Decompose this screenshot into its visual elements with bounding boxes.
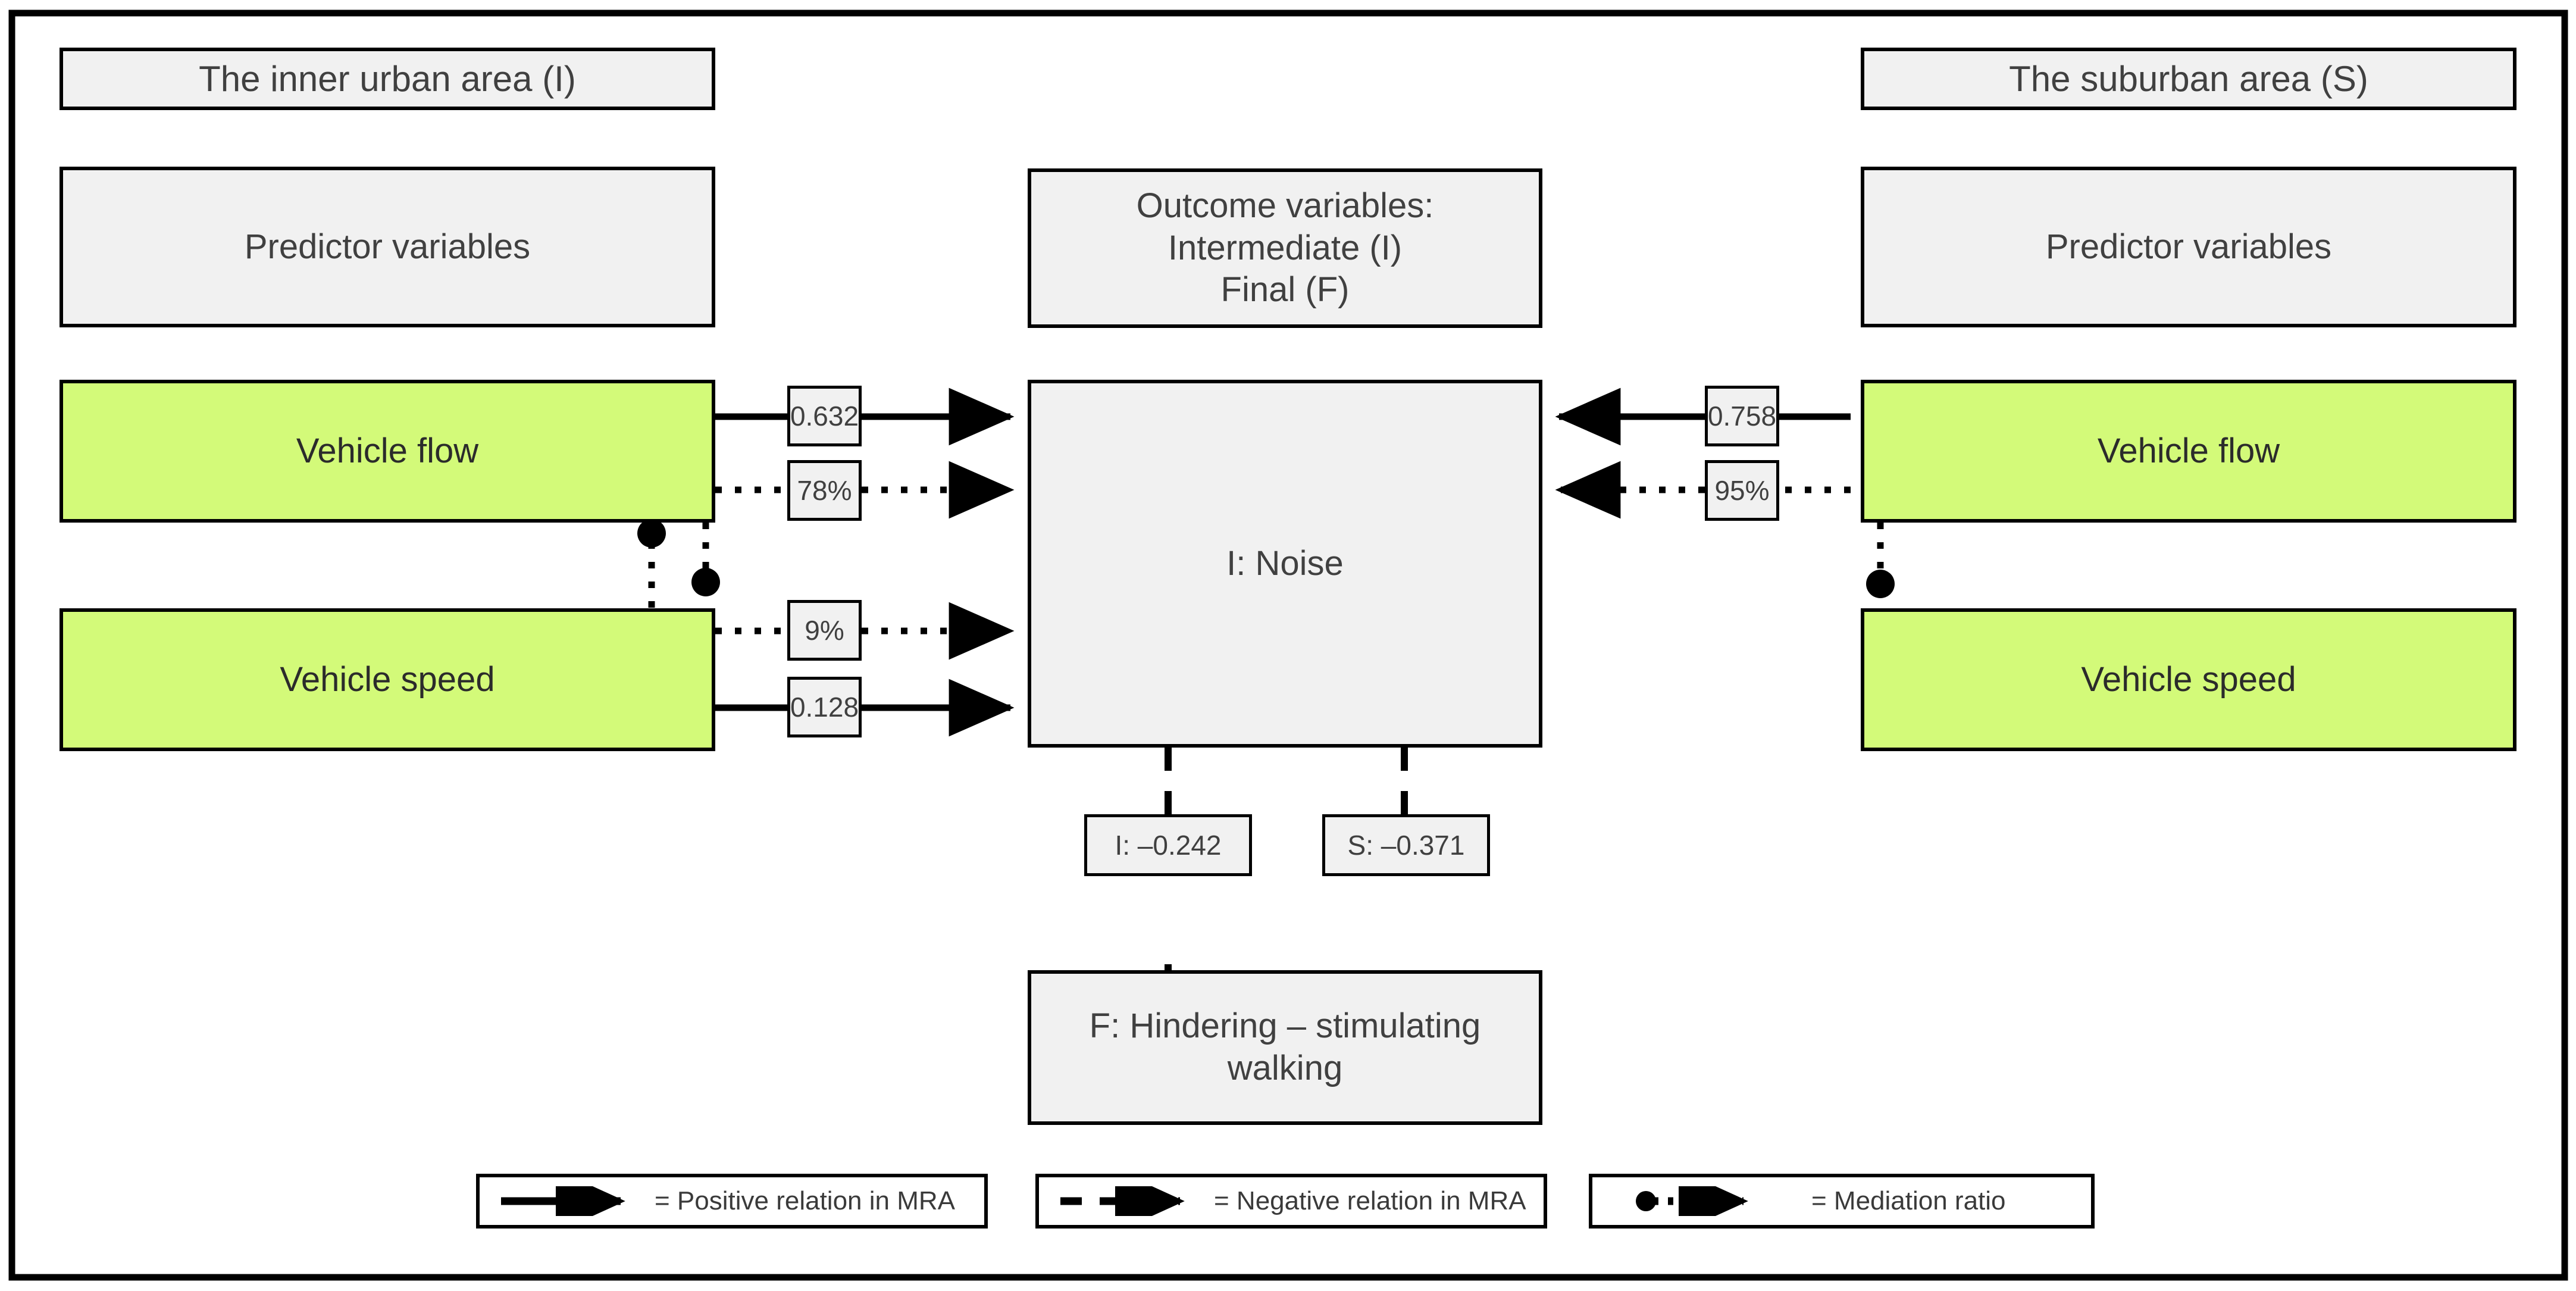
edge-label-right-flow-mediation: 95%	[1705, 460, 1779, 521]
mediation-dot-left-a	[637, 519, 666, 548]
mediation-dot-right	[1866, 570, 1895, 598]
legend-label-negative: = Negative relation in MRA	[1214, 1186, 1526, 1215]
legend-item-positive: = Positive relation in MRA	[476, 1169, 988, 1233]
outer-frame	[8, 10, 2568, 1281]
predictor-header-left: Predictor variables	[60, 167, 715, 327]
legend-label-positive: = Positive relation in MRA	[655, 1186, 955, 1215]
node-left-vehicle-flow[interactable]: Vehicle flow	[60, 380, 715, 523]
edge-label-right-flow-positive: 0.758	[1705, 386, 1779, 446]
group-title-suburban: The suburban area (S)	[1861, 48, 2516, 110]
edge-label-noise-final-inner: I: –0.242	[1084, 814, 1252, 876]
node-left-vehicle-speed[interactable]: Vehicle speed	[60, 608, 715, 751]
legend-item-mediation: = Mediation ratio	[1589, 1169, 2095, 1233]
legend-item-negative: = Negative relation in MRA	[1035, 1169, 1547, 1233]
edge-label-noise-final-suburban: S: –0.371	[1322, 814, 1490, 876]
node-right-vehicle-speed[interactable]: Vehicle speed	[1861, 608, 2516, 751]
node-right-vehicle-flow[interactable]: Vehicle flow	[1861, 380, 2516, 523]
solid-arrow-icon	[499, 1169, 641, 1233]
node-intermediate-noise[interactable]: I: Noise	[1028, 380, 1542, 748]
predictor-header-right: Predictor variables	[1861, 167, 2516, 327]
node-final-walking[interactable]: F: Hindering – stimulating walking	[1028, 970, 1542, 1125]
mediation-dot-left-b	[691, 568, 720, 596]
dotted-dot-arrow-icon	[1635, 1169, 1784, 1233]
legend-label-mediation: = Mediation ratio	[1811, 1186, 2006, 1215]
edge-label-left-flow-mediation: 78%	[787, 460, 862, 521]
edge-label-left-speed-mediation: 9%	[787, 600, 862, 661]
edge-label-left-flow-positive: 0.632	[787, 386, 862, 446]
edge-label-left-speed-positive: 0.128	[787, 677, 862, 737]
group-title-inner-urban: The inner urban area (I)	[60, 48, 715, 110]
outcome-variables-header: Outcome variables: Intermediate (I) Fina…	[1028, 168, 1542, 328]
dashed-arrow-icon	[1058, 1169, 1201, 1233]
